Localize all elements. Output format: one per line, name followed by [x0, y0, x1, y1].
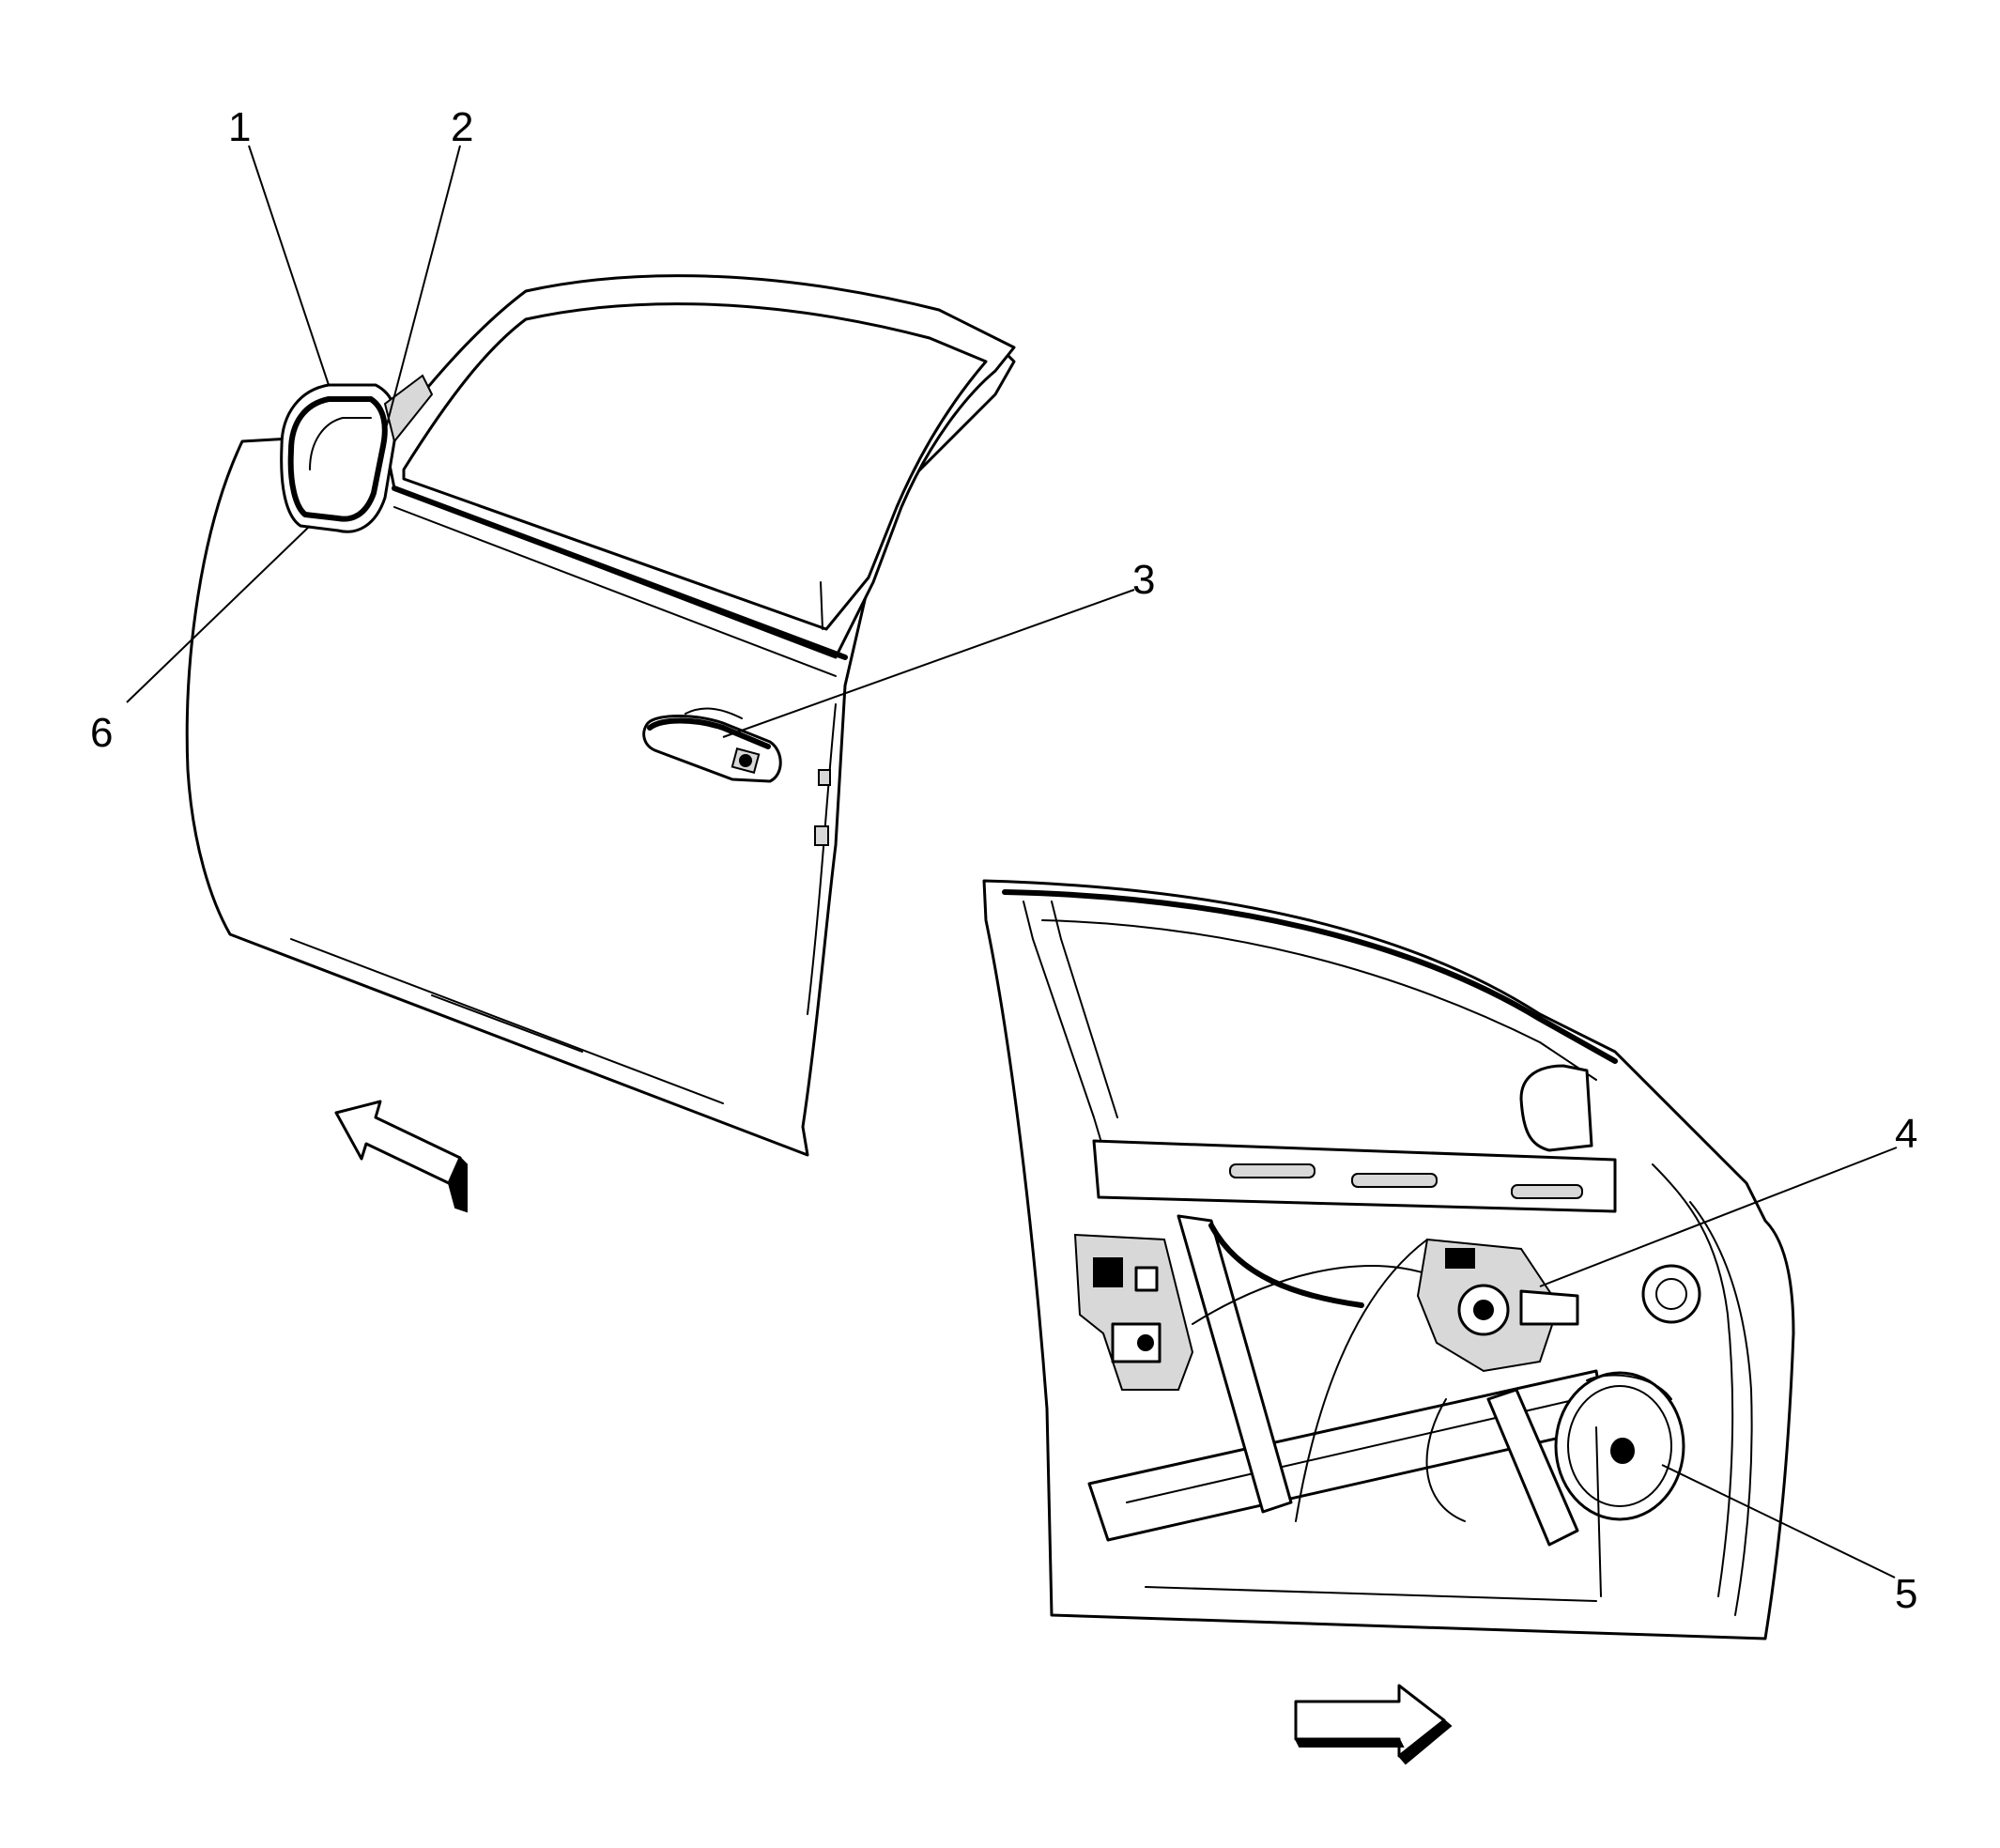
callout-3: 3 [1132, 557, 1155, 603]
outer-window-opening [402, 302, 988, 631]
window-regulator-rear-rail [1486, 1388, 1579, 1547]
leader-line-3 [722, 589, 1135, 738]
callout-4: 4 [1895, 1111, 1917, 1157]
callout-5: 5 [1895, 1571, 1917, 1617]
view-direction-arrow-icon [334, 1100, 468, 1213]
callout-1: 1 [228, 104, 251, 150]
outer-door-view [185, 274, 1016, 1157]
window-regulator-motor [1416, 1238, 1579, 1373]
door-latch-assembly [1073, 1233, 1194, 1391]
window-regulator-front-rail [1177, 1214, 1293, 1514]
callout-2: 2 [451, 104, 473, 150]
access-grommet [1641, 1264, 1701, 1324]
callout-6: 6 [90, 710, 113, 756]
inner-mirror-back [1519, 1064, 1593, 1152]
view-direction-arrow-icon [1294, 1684, 1453, 1765]
leader-line-5 [1661, 1464, 1896, 1578]
leader-line-6 [126, 525, 311, 703]
leader-line-4 [1539, 1147, 1898, 1287]
leader-line-2 [384, 145, 461, 433]
inner-door-view [982, 879, 1795, 1640]
leader-line-1 [248, 145, 330, 386]
inner-window-frame [1002, 889, 1618, 1064]
outside-door-handle [642, 707, 782, 783]
outer-belt-molding [392, 485, 848, 660]
outside-rearview-mirror [280, 374, 434, 533]
door-speaker [1554, 1371, 1685, 1521]
